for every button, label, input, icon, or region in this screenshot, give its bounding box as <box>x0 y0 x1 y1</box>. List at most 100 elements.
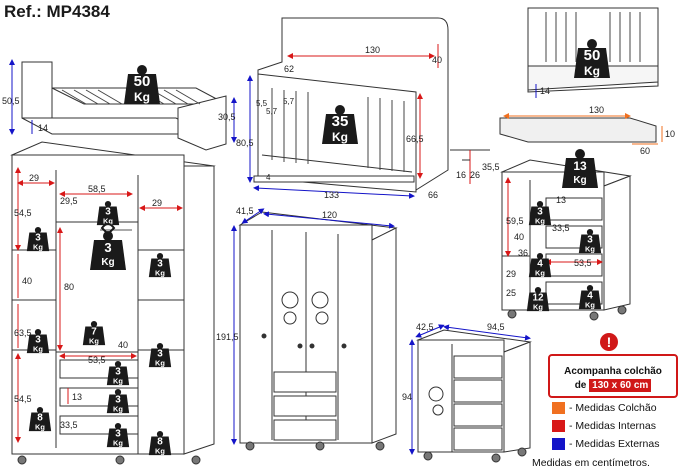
dresser-inner-weight-1-value: 3 <box>587 235 593 246</box>
wardrobe-inner-weight-2-unit: Kg <box>33 344 43 353</box>
crib-dim-a: 5,5 <box>256 99 268 108</box>
mattress-thickness: 10 <box>665 129 675 139</box>
bed-weight-value: 50 <box>134 73 151 90</box>
wardrobe-inner-weight-7: 8Kg <box>28 406 52 431</box>
sofa-weight-unit: Kg <box>584 64 600 78</box>
wi-h5: 54,5 <box>14 394 32 404</box>
legend-item-externas: - Medidas Externas <box>552 438 659 451</box>
di-weight-value: 13 <box>573 159 587 173</box>
dresser-inner-weight-0-value: 3 <box>537 207 543 218</box>
de-height: 94 <box>402 392 412 402</box>
di-h2: 40 <box>514 232 524 242</box>
di-w3: 53,5 <box>574 258 592 268</box>
crib-weight-icon: 35 Kg <box>322 105 358 144</box>
wardrobe-inner-weight-6: 3Kg <box>106 388 130 413</box>
dresser-exterior-drawing <box>416 329 532 463</box>
bed-weight-unit: Kg <box>134 90 150 104</box>
wi-h3: 63,5 <box>14 328 32 338</box>
wardrobe-inner-weight-5-value: 3 <box>115 367 121 378</box>
di-h5: 25 <box>506 288 516 298</box>
hanger-weight-value: 3 <box>104 240 111 255</box>
wardrobe-inner-weight-10-unit: Kg <box>155 446 165 455</box>
crib-dim-c: 5,7 <box>283 97 295 106</box>
dresser-inner-weight-1-unit: Kg <box>585 244 595 253</box>
wardrobe-inner-weight-10-value: 8 <box>157 437 163 448</box>
legend-item-colchao: - Medidas Colchão <box>552 402 657 415</box>
dresser-inner-weight-2: 4Kg <box>528 252 552 277</box>
bed-drawing <box>21 61 227 151</box>
dresser-inner-weight-0: 3Kg <box>528 200 552 225</box>
crib-weight-value: 35 <box>332 113 349 130</box>
wardrobe-inner-weight-0-value: 3 <box>35 233 41 244</box>
legend-item-internas: - Medidas Internas <box>552 420 656 433</box>
wardrobe-inner-weight-8-value: 3 <box>157 349 163 360</box>
alert-icon: ! <box>600 333 618 351</box>
crib-weight-unit: Kg <box>332 130 348 144</box>
wardrobe-inner-weight-4-unit: Kg <box>89 336 99 345</box>
wardrobe-inner-weight-7-unit: Kg <box>35 422 45 431</box>
product-reference: Ref.: MP4384 <box>4 2 110 21</box>
mattress-included-box: Acompanha colchão de 130 x 60 cm <box>548 354 678 398</box>
wardrobe-inner-weight-10: 8Kg <box>148 430 172 455</box>
wardrobe-inner-weight-3-unit: Kg <box>103 216 113 225</box>
wardrobe-inner-weight-9-value: 3 <box>115 429 121 440</box>
wi-w3: 29 <box>152 198 162 208</box>
wardrobe-inner-weight-5-unit: Kg <box>113 376 123 385</box>
wardrobe-exterior-drawing <box>238 211 398 451</box>
legend-swatch-externas <box>552 438 565 451</box>
wardrobe-inner-weight-9: 3Kg <box>106 422 130 447</box>
bed-height-label: 50,5 <box>2 96 20 106</box>
sofa-rail: 14 <box>540 86 550 96</box>
legend-swatch-colchao <box>552 402 565 415</box>
de-width: 94,5 <box>487 322 505 332</box>
dresser-inner-weight-4-value: 4 <box>587 291 593 302</box>
wi-h4: 80 <box>64 282 74 292</box>
mattress-included-line2: de 130 x 60 cm <box>550 378 676 392</box>
hanger-weight-icon: 3 Kg <box>90 223 126 270</box>
wardrobe-inner-weight-1: 3Kg <box>148 252 172 277</box>
mattress-depth: 60 <box>640 146 650 156</box>
hanger-weight-unit: Kg <box>101 257 114 268</box>
wi-w1: 29 <box>29 173 39 183</box>
dresser-inner-weight-4: 4Kg <box>578 284 602 309</box>
wardrobe-inner-weight-2: 3Kg <box>26 328 50 353</box>
dresser-inner-weight-3-value: 12 <box>532 293 544 304</box>
dresser-top-weight-icon: 13 Kg <box>562 149 598 188</box>
wardrobe-inner-weight-7-value: 8 <box>37 413 43 424</box>
wi-w5: 53,5 <box>88 355 106 365</box>
dresser-inner-weight-3-unit: Kg <box>533 302 543 311</box>
wardrobe-inner-weight-3-value: 3 <box>105 207 111 218</box>
di-h3: 36 <box>518 248 528 258</box>
wardrobe-inner-weight-6-value: 3 <box>115 395 121 406</box>
wardrobe-inner-weight-4-value: 7 <box>91 327 97 338</box>
wardrobe-inner-weight-1-unit: Kg <box>155 268 165 277</box>
wardrobe-inner-weight-8-unit: Kg <box>155 358 165 367</box>
crib-width: 133 <box>324 190 339 200</box>
dresser-inner-weight-2-unit: Kg <box>535 268 545 277</box>
di-weight-unit: Kg <box>573 175 586 186</box>
bed-rail-label: 14 <box>38 123 48 133</box>
de-depth: 42,5 <box>416 322 434 332</box>
wardrobe-inner-weight-0: 3Kg <box>26 226 50 251</box>
dresser-inner-weight-0-unit: Kg <box>535 216 545 225</box>
mattress-included-size: 130 x 60 cm <box>589 379 652 392</box>
di-w1: 13 <box>556 195 566 205</box>
crib-d2: 26 <box>470 170 480 180</box>
we-height: 191,5 <box>216 332 239 342</box>
legend-swatch-internas <box>552 420 565 433</box>
bed-side-label: 30,5 <box>218 112 236 122</box>
crib-top-width: 130 <box>365 45 380 55</box>
wi-h7: 33,5 <box>60 420 78 430</box>
wardrobe-inner-weight-9-unit: Kg <box>113 438 123 447</box>
crib-d3: 16 <box>456 170 466 180</box>
mattress-included-line1: Acompanha colchão <box>564 366 662 377</box>
we-depth: 41,5 <box>236 206 254 216</box>
wardrobe-inner-weight-8: 3Kg <box>148 342 172 367</box>
mattress-included-prefix: de <box>574 380 587 391</box>
di-h4: 29 <box>506 269 516 279</box>
legend-label-internas: - Medidas Internas <box>569 420 656 432</box>
